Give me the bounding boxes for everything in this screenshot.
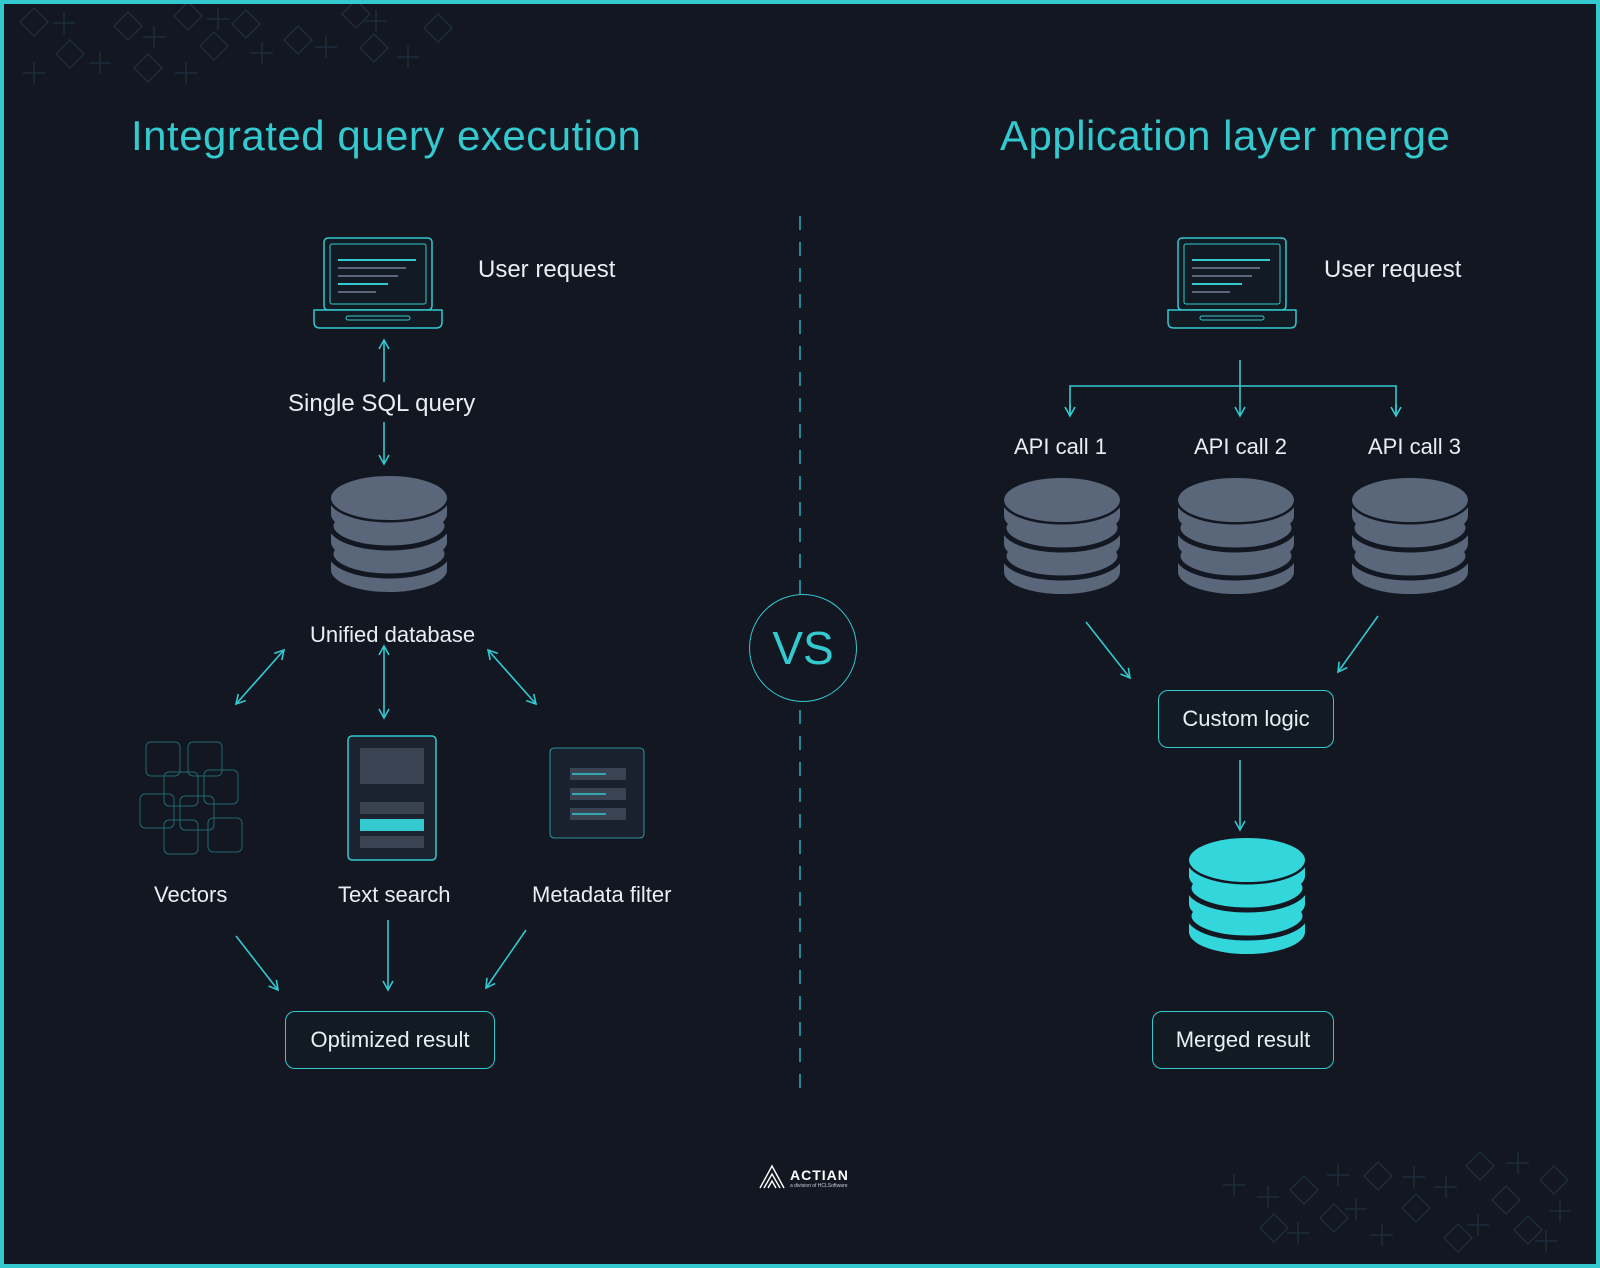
vectors-icon <box>139 741 243 855</box>
text-search-icon <box>347 735 437 861</box>
actian-logo-icon <box>759 1164 785 1189</box>
database-icon <box>1001 475 1123 594</box>
diagram-artwork <box>18 4 1571 1254</box>
vectors-label: Vectors <box>154 882 228 907</box>
left-title: Integrated query execution <box>131 112 642 159</box>
unified-database-label: Unified database <box>310 622 476 647</box>
arrow-db-metadata <box>486 648 538 706</box>
database-icon <box>1349 475 1471 594</box>
database-icon <box>1186 835 1308 954</box>
corner-pattern-top-left <box>18 4 454 84</box>
arrow-db-vectors <box>234 648 286 706</box>
right-user-request-label: User request <box>1324 256 1462 283</box>
custom-logic-box: Custom logic <box>1158 690 1334 748</box>
api-branch-arrows <box>1064 360 1402 418</box>
database-icon <box>1175 475 1297 594</box>
left-user-request-label: User request <box>478 256 616 283</box>
arrow-vectors-result <box>235 935 280 992</box>
api-call-3-label: API call 3 <box>1368 434 1461 459</box>
database-icon <box>328 473 450 592</box>
api-call-1-label: API call 1 <box>1014 434 1107 459</box>
arrow-api3-logic <box>1337 615 1379 674</box>
brand-tagline: a division of HCLSoftware <box>790 1183 848 1189</box>
merged-result-box: Merged result <box>1152 1011 1334 1069</box>
corner-pattern-bottom-right <box>1223 1150 1571 1254</box>
laptop-icon <box>1167 237 1297 329</box>
arrow-metadata-result <box>485 929 527 990</box>
metadata-filter-label: Metadata filter <box>532 882 672 907</box>
api-call-2-label: API call 2 <box>1194 434 1287 459</box>
right-title: Application layer merge <box>1000 112 1451 159</box>
optimized-result-box: Optimized result <box>285 1011 495 1069</box>
text-search-label: Text search <box>338 882 451 907</box>
laptop-icon <box>313 237 443 329</box>
single-sql-query-label: Single SQL query <box>288 390 476 417</box>
brand-name: ACTIAN <box>790 1167 849 1183</box>
arrow-api1-logic <box>1085 621 1132 680</box>
actian-logo: ACTIAN a division of HCLSoftware <box>790 1168 849 1189</box>
vs-badge: VS <box>749 594 857 702</box>
metadata-filter-icon <box>549 747 645 839</box>
